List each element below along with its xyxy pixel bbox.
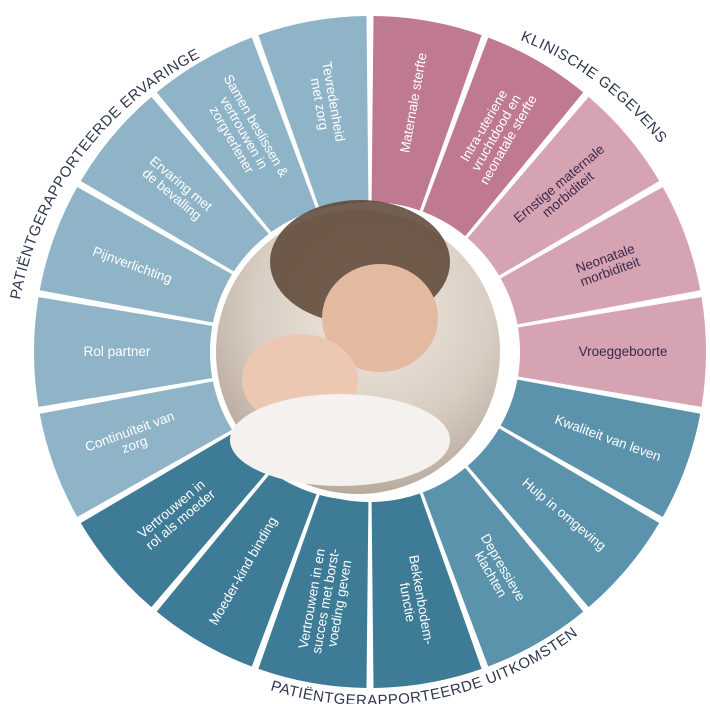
segment-18 bbox=[258, 16, 369, 211]
segment-2 bbox=[422, 37, 584, 237]
segment-16 bbox=[80, 96, 273, 276]
segment-label-10: Vertrouwen in ensucces met borst-voeding… bbox=[295, 545, 356, 657]
segment-10 bbox=[258, 493, 369, 688]
segment-5 bbox=[517, 297, 706, 407]
segment-3 bbox=[467, 96, 660, 276]
mother-face bbox=[322, 264, 438, 372]
segment-label-5: Vroeggeboorte bbox=[579, 344, 668, 359]
segment-9 bbox=[371, 493, 482, 688]
center-photo bbox=[210, 200, 506, 500]
segment-7 bbox=[467, 428, 660, 608]
segment-14 bbox=[33, 297, 223, 407]
segment-1 bbox=[371, 16, 482, 211]
segment-11 bbox=[156, 467, 318, 667]
segment-12 bbox=[80, 428, 273, 608]
segment-6 bbox=[500, 379, 701, 517]
baby-blanket bbox=[230, 394, 450, 486]
segment-17 bbox=[156, 37, 318, 237]
segment-13 bbox=[39, 379, 240, 517]
segment-4 bbox=[500, 187, 701, 325]
segment-label-14: Rol partner bbox=[84, 344, 151, 359]
segment-15 bbox=[39, 187, 240, 325]
segment-8 bbox=[422, 467, 584, 667]
